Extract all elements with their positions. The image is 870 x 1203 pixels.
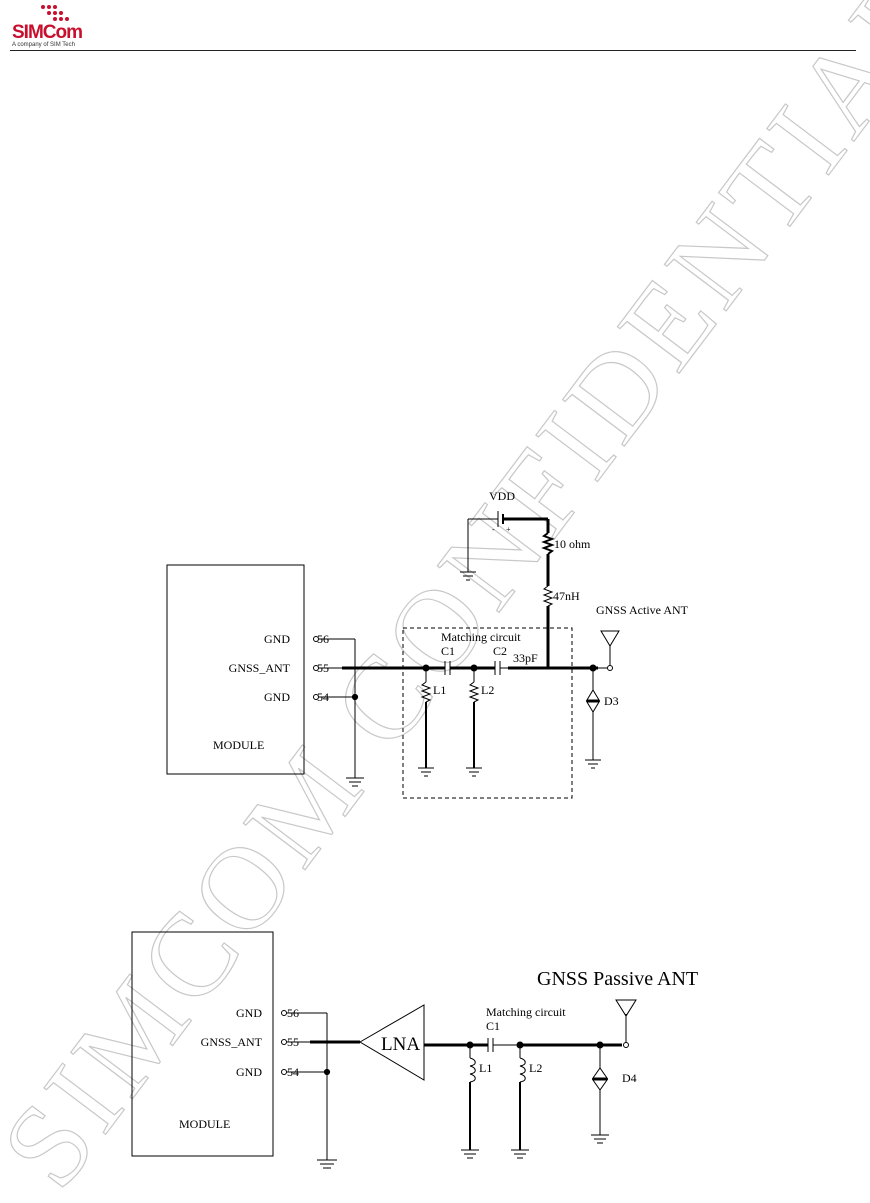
matching-label: Matching circuit — [486, 1005, 566, 1019]
passive-antenna-label: GNSS Passive ANT — [537, 968, 698, 990]
l2-label: L2 — [481, 683, 494, 697]
pin-56-name: GND — [264, 632, 290, 646]
pin-55-number: 55 — [287, 1035, 299, 1049]
c1-label: C1 — [486, 1019, 500, 1033]
pin-54-number: 54 — [287, 1065, 299, 1079]
pin-54-number: 54 — [317, 690, 329, 704]
inductor-l2 — [511, 1045, 529, 1158]
battery-minus: - — [492, 525, 495, 534]
d4-label: D4 — [622, 1071, 637, 1085]
l1-label: L1 — [479, 1061, 492, 1075]
module-label: MODULE — [213, 738, 264, 752]
l1-label: L1 — [433, 683, 446, 697]
antenna-port — [608, 666, 613, 671]
inductor-label: 47nH — [553, 589, 580, 603]
pin-55-marker — [282, 1040, 287, 1045]
battery-plus: + — [506, 525, 511, 534]
l2-label: L2 — [529, 1061, 542, 1075]
capacitor-c2 — [495, 661, 500, 675]
pin-55-name: GNSS_ANT — [229, 661, 291, 675]
pin-54-name: GND — [236, 1065, 262, 1079]
resistor-label: 10 ohm — [554, 537, 591, 551]
pin-55-name: GNSS_ANT — [201, 1035, 263, 1049]
passive-antenna-icon — [616, 1000, 636, 1042]
pin-56-number: 56 — [317, 632, 329, 646]
c2-label: C2 — [493, 644, 507, 658]
diode-d4 — [591, 1045, 609, 1143]
ground-symbol — [317, 1160, 337, 1168]
c1-label: C1 — [441, 644, 455, 658]
antenna-port — [624, 1043, 629, 1048]
cap-value-label: 33pF — [513, 651, 538, 665]
lna-label: LNA — [381, 1034, 420, 1055]
vdd-label: VDD — [489, 489, 515, 503]
pin-55-number: 55 — [317, 661, 329, 675]
capacitor-c1 — [488, 1038, 493, 1052]
antenna-label: GNSS Active ANT — [596, 603, 689, 617]
module-label: MODULE — [179, 1117, 230, 1131]
pin-54-marker — [282, 1070, 287, 1075]
pin-56-name: GND — [236, 1006, 262, 1020]
pin-56-marker — [282, 1011, 287, 1016]
pin-54-name: GND — [264, 690, 290, 704]
pin-56-number: 56 — [287, 1006, 299, 1020]
active-antenna-icon — [601, 631, 619, 665]
diode-d3 — [585, 668, 601, 768]
inductor-l1 — [461, 1045, 479, 1158]
d3-label: D3 — [604, 694, 619, 708]
matching-label: Matching circuit — [441, 630, 521, 644]
